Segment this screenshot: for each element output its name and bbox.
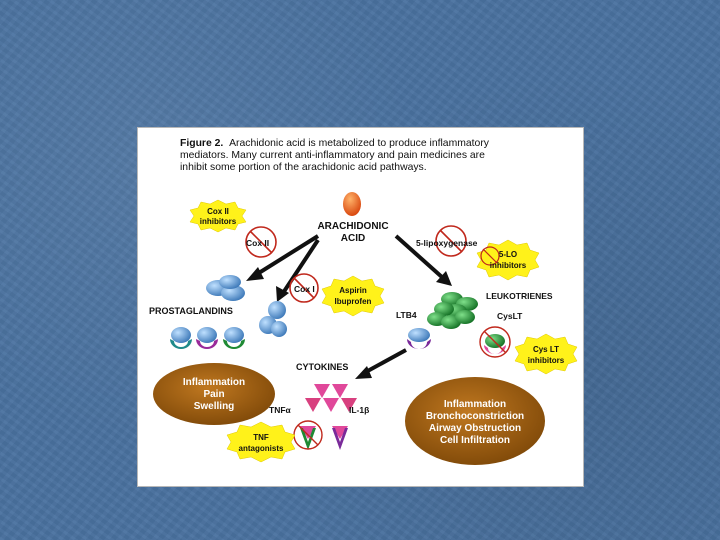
arachidonic-label-2: ACID (341, 233, 365, 244)
prostaglandin-receptors (170, 327, 245, 349)
tnf-antagonists-badge: TNF antagonists (227, 422, 295, 462)
starburst-shape (477, 240, 539, 280)
five-lo-inhibitors-badge: 5-LO inhibitors (477, 240, 539, 280)
aspirin-label: Aspirin (339, 286, 367, 295)
cox2-inhibitors-badge: Cox II inhibitors (190, 200, 246, 232)
ltb4-receptor (407, 328, 431, 349)
outcome-right-line-2: Bronchoconstriction (426, 411, 524, 422)
cox2-inhibitors-label-1: Cox II (207, 207, 229, 216)
arachidonic-label-1: ARACHIDONIC (317, 221, 388, 232)
outcome-right-line-3: Airway Obstruction (429, 423, 521, 434)
tnf-alpha-label: TNFα (269, 405, 292, 415)
prostaglandin-molecules-right (259, 301, 287, 337)
tnf-antagonists-label-2: antagonists (239, 444, 284, 453)
cyslt-label: CysLT (497, 311, 523, 321)
five-lipoxygenase-label: 5-lipoxygenase (416, 238, 478, 248)
cyslt-inhibitors-label-1: Cys LT (533, 345, 559, 354)
arachidonic-acid-molecule (343, 192, 361, 216)
starburst-shape (227, 422, 295, 462)
cyslt-inhibitors-badge: Cys LT inhibitors (515, 334, 577, 374)
prostaglandins-label: PROSTAGLANDINS (149, 306, 233, 316)
cyslt-inhibitors-label-2: inhibitors (528, 356, 565, 365)
cox2-inhibitors-label-2: inhibitors (200, 217, 237, 226)
aspirin-ibuprofen-badge: Aspirin Ibuprofen (322, 276, 384, 316)
prostaglandin-molecules-left (206, 275, 245, 301)
five-lo-label-1: 5-LO (499, 250, 517, 259)
leukotriene-molecules (427, 292, 478, 329)
starburst-shape (515, 334, 577, 374)
cox1-label: Cox I (294, 284, 315, 294)
il1-beta-label: IL-1β (349, 405, 369, 415)
leukotrienes-label: LEUKOTRIENES (486, 291, 553, 301)
starburst-shape (322, 276, 384, 316)
arrow-to-cytokines (355, 350, 406, 379)
figure-panel: Figure 2. Arachidonic acid is metabolize… (137, 127, 584, 487)
outcome-left-line-3: Swelling (194, 401, 235, 412)
outcome-right-line-1: Inflammation (444, 399, 506, 410)
outcome-right-line-4: Cell Infiltration (440, 435, 510, 446)
outcome-inflammation-pain: Inflammation Pain Swelling (153, 363, 275, 425)
five-lo-label-2: inhibitors (490, 261, 527, 270)
cyslt-receptor (480, 327, 510, 357)
outcome-left-line-2: Pain (203, 389, 224, 400)
pathway-diagram: ARACHIDONIC ACID Cox II inhibitors (138, 128, 583, 486)
ibuprofen-label: Ibuprofen (335, 297, 372, 306)
tnf-antagonists-label-1: TNF (253, 433, 269, 442)
outcome-bronchoconstriction: Inflammation Bronchoconstriction Airway … (405, 377, 545, 465)
il1-receptor (332, 426, 348, 450)
outcome-left-line-1: Inflammation (183, 377, 245, 388)
ltb4-label: LTB4 (396, 310, 417, 320)
tnf-receptor (294, 421, 322, 450)
cox2-label: Cox II (246, 238, 269, 248)
starburst-shape (190, 200, 246, 232)
cytokines-label: CYTOKINES (296, 362, 348, 372)
